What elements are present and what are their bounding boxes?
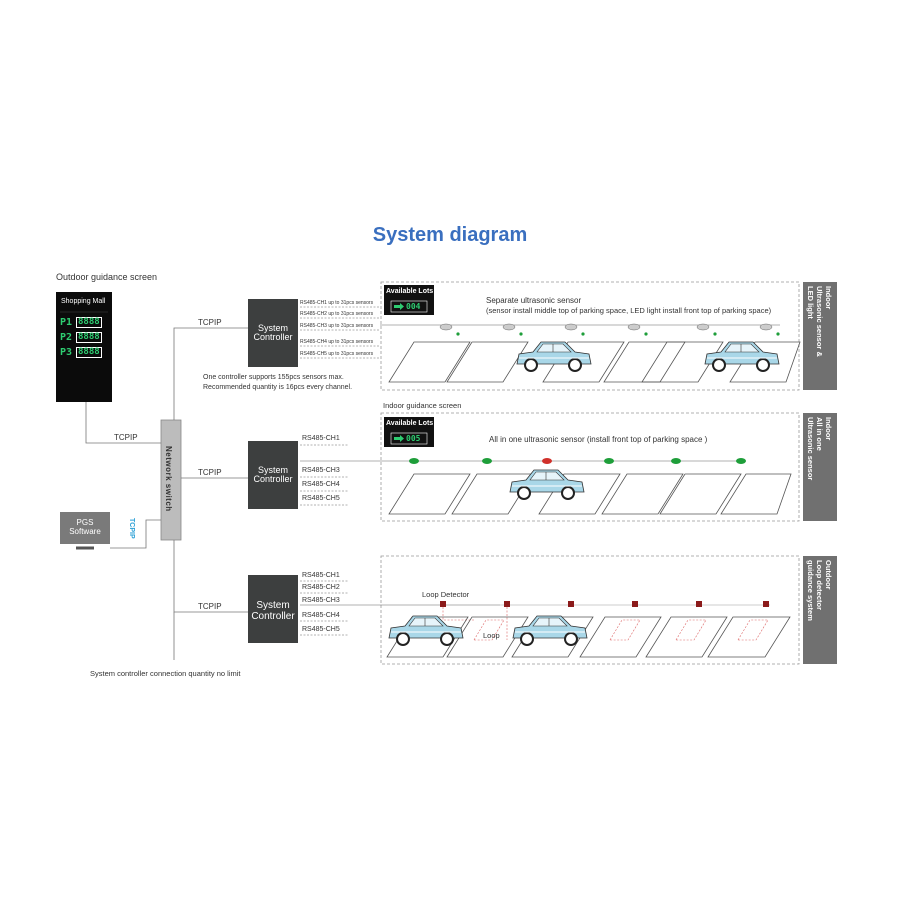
channel-label: RS485-CH5 (302, 626, 340, 633)
channel-label: RS485-CH5 up to 31pcs sensors (300, 351, 374, 357)
row-label: P2 (60, 332, 73, 343)
channel-label: RS485-CH2 (302, 584, 340, 591)
zone-1-desc-2: (sensor install middle top of parking sp… (486, 306, 772, 315)
side-label-line: Indoor (824, 417, 833, 441)
zone-1-sign-value: 004 (406, 302, 421, 311)
channel-label: RS485-CH4 (302, 481, 340, 488)
zone-1-frame (380, 281, 800, 391)
zone-3-detector-label: Loop Detector (422, 590, 470, 599)
side-label-line: Ultrasonic sensor & (815, 286, 824, 357)
controller-3-label: System Controller (248, 600, 298, 622)
controller-line1: System (257, 465, 288, 475)
tcpip-label: TCPIP (198, 468, 222, 477)
zone-2-sign-value: 005 (406, 434, 421, 443)
channel-label: RS485-CH3 (302, 597, 340, 604)
row-value: 8888 (76, 332, 102, 343)
side-label-line: Outdoor (824, 560, 833, 590)
channel-label: RS485-CH3 (302, 467, 340, 474)
zone-1-desc-1: Separate ultrasonic sensor (486, 296, 582, 305)
zone-1-car-1 (516, 341, 592, 372)
pgs-software-box (60, 512, 110, 544)
zone-3-side-panel (803, 556, 837, 664)
channel-label: RS485-CH2 up to 31pcs sensors (300, 311, 374, 317)
zone-2-side-label: Indoor All in one Ultrasonic sensor (806, 417, 833, 480)
controller-1-label: System Controller (248, 324, 298, 342)
zone-1-sign (384, 285, 434, 315)
pgs-software-label: PGS Software (60, 518, 110, 536)
zone-2-sign (384, 417, 434, 447)
tcpip-label: TCPIP (198, 602, 222, 611)
controller-1-box (248, 299, 298, 367)
zone-2-side-panel (803, 413, 837, 521)
controller-line2: Controller (253, 332, 293, 342)
zone-2-sign-title: Available Lots (386, 420, 434, 427)
controller-note-1: One controller supports 155pcs sensors m… (203, 374, 344, 381)
side-label-line: All in one (815, 417, 824, 451)
outdoor-screen-header: Shopping Mall (61, 298, 106, 305)
row-label: P1 (60, 317, 73, 328)
outdoor-row: P2 8888 (60, 330, 110, 345)
zone-3-side-label: Outdoor Loop detector guidance system (806, 560, 833, 621)
channel-label: RS485-CH4 up to 31pcs sensors (300, 339, 374, 345)
zone-3-loop-label: Loop (483, 631, 500, 640)
side-label-line: guidance system (806, 560, 815, 621)
pgs-line1: PGS (76, 518, 94, 527)
side-label-line: Ultrasonic sensor (806, 417, 815, 481)
channel-label: RS485-CH1 (302, 435, 340, 442)
zone-3-frame (380, 555, 800, 665)
controller-3-box (248, 575, 298, 643)
zone-2-desc-1: All in one ultrasonic sensor (install fr… (489, 435, 708, 444)
outdoor-row: P3 8888 (60, 345, 110, 360)
controller-line2: Controller (251, 611, 295, 622)
side-label-line: Loop detector (815, 560, 824, 610)
zone-1-sign-title: Available Lots (386, 288, 434, 295)
controller-note-2: Recommended quantity is 16pcs every chan… (203, 384, 353, 391)
row-value: 8888 (76, 317, 102, 328)
diagram-title: System diagram (372, 224, 528, 246)
zone-1-side-panel (803, 282, 837, 390)
side-label-line: LED light (806, 286, 815, 319)
outdoor-screen-rows: P1 8888 P2 8888 P3 8888 (60, 315, 110, 360)
zone-3-car-2 (512, 615, 588, 646)
row-value: 8888 (76, 347, 102, 358)
tcpip-label-pgs: TCPIP (128, 518, 135, 539)
channel-label: RS485-CH1 (302, 572, 340, 579)
side-label-line: Indoor (824, 286, 833, 310)
zone-2-above-label: Indoor guidance screen (383, 401, 462, 410)
tcpip-label: TCPIP (114, 433, 138, 442)
controller-line2: Controller (253, 474, 293, 484)
row-label: P3 (60, 347, 73, 358)
channel-label: RS485-CH5 (302, 495, 340, 502)
zone-1-side-label: Indoor Ultrasonic sensor & LED light (806, 286, 833, 357)
network-switch-label: Network switch (164, 446, 173, 512)
controller-2-box (248, 441, 298, 509)
zone-3-car-1 (388, 615, 464, 646)
controller-2-label: System Controller (248, 466, 298, 484)
tcpip-label: TCPIP (198, 318, 222, 327)
zone-2-frame (380, 412, 800, 522)
controller-line1: System (257, 323, 288, 333)
footer-note: System controller connection quantity no… (90, 669, 241, 678)
outdoor-screen-caption: Outdoor guidance screen (56, 272, 158, 282)
channel-label: RS485-CH4 (302, 612, 340, 619)
zone-1-car-2 (704, 341, 780, 372)
network-switch-box (160, 419, 182, 541)
channel-label: RS485-CH3 up to 31pcs sensors (300, 323, 374, 329)
channel-label: RS485-CH1 up to 31pcs sensors (300, 300, 374, 306)
pgs-line2: Software (69, 527, 101, 536)
controller-line1: System (256, 600, 290, 611)
outdoor-row: P1 8888 (60, 315, 110, 330)
